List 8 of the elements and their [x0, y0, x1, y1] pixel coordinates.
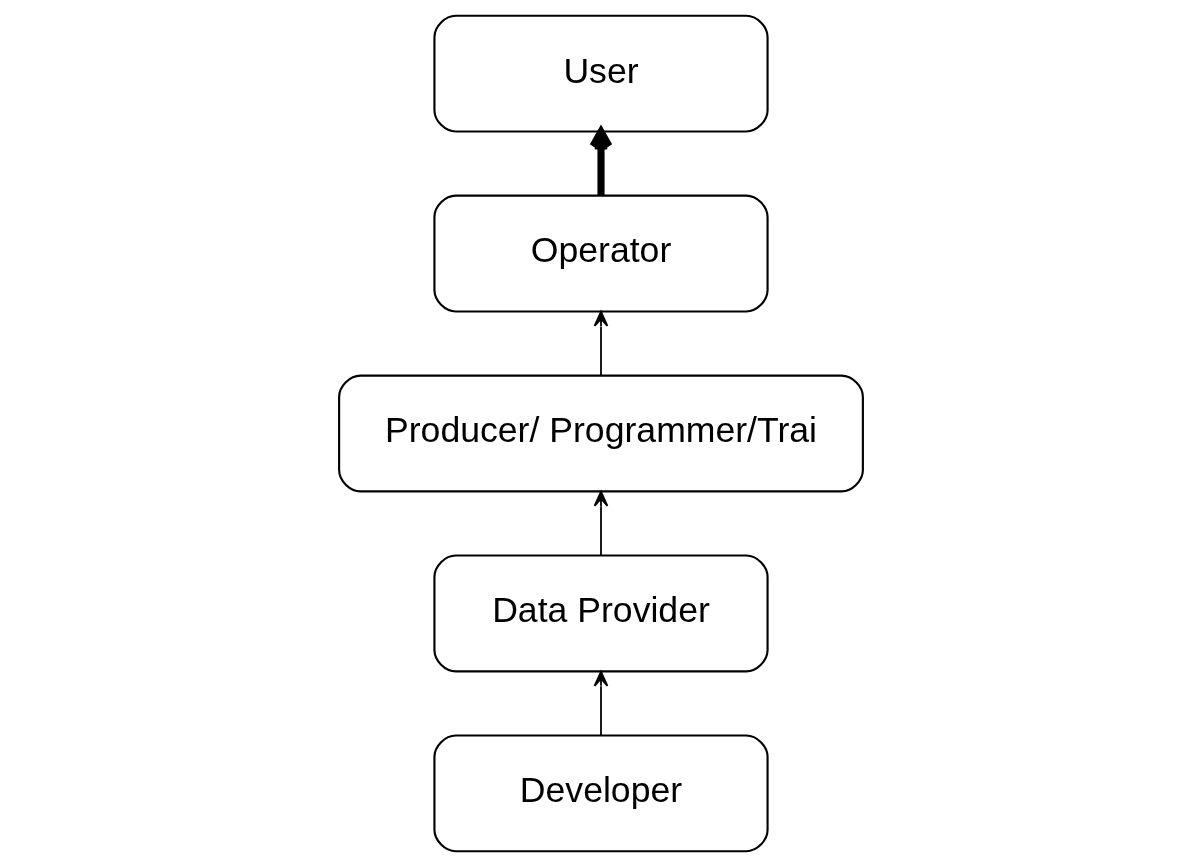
- arrow: [593, 670, 609, 737]
- arrow: [593, 490, 609, 557]
- node-box: User: [433, 14, 769, 133]
- node-box: Data Provider: [433, 554, 769, 673]
- arrow: [593, 310, 609, 377]
- node-box: Operator: [433, 194, 769, 313]
- node-box: Developer: [433, 734, 769, 853]
- node-box: Producer/ Programmer/Trai: [338, 374, 864, 493]
